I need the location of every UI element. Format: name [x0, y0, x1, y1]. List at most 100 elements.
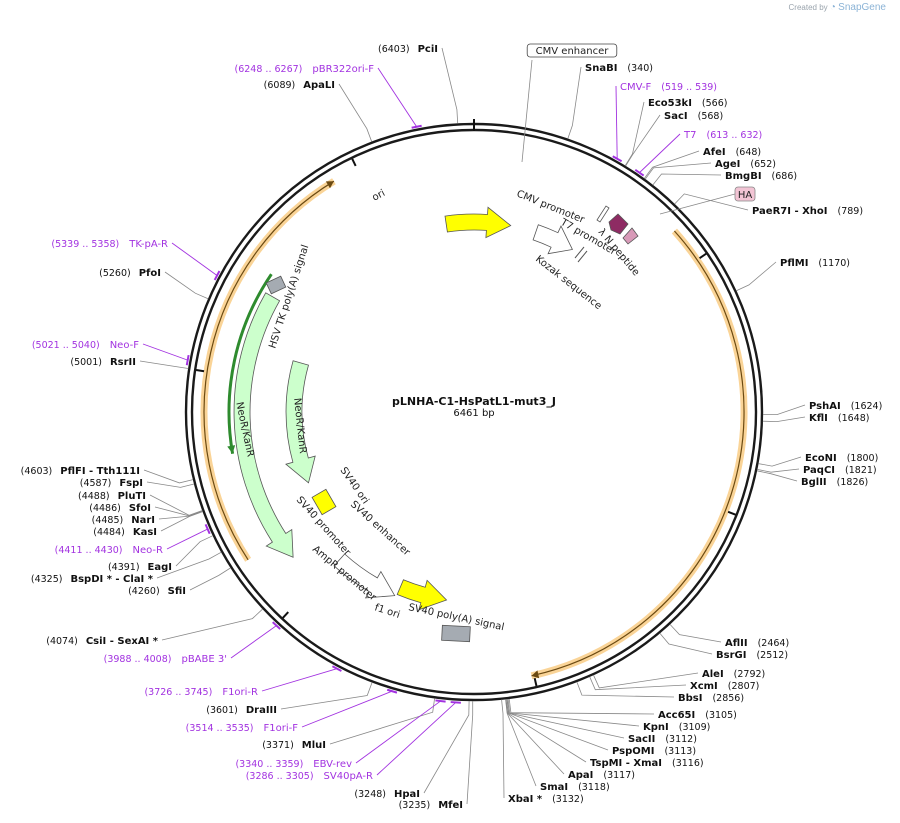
enzyme-label-37: (4485)NarI [92, 515, 155, 526]
enzyme-leader-8 [674, 193, 749, 211]
enzyme-position: (2856) [712, 693, 744, 704]
primer-leader-2 [639, 133, 681, 173]
enzyme-leader-41 [143, 469, 194, 484]
enzyme-label-16: BsrGI(2512) [716, 650, 788, 661]
enzyme-position: (3116) [672, 758, 704, 769]
primer-leader-3 [171, 242, 218, 276]
enzyme-position: (6089) [264, 80, 296, 91]
enzyme-name: AflII [725, 638, 748, 649]
primer-leader-9 [355, 700, 441, 764]
primer-site-4 [185, 354, 190, 366]
primer-label-1: CMV-F(519 .. 539) [620, 82, 717, 93]
f1-ori-arrow [396, 579, 448, 611]
enzyme-name: BspDI * - ClaI * [70, 574, 153, 585]
enzyme-leader-10 [762, 404, 806, 416]
enzyme-leader-23 [506, 699, 609, 751]
enzyme-leader-33 [189, 567, 231, 591]
primer-name: Neo-F [110, 340, 140, 351]
primer-site-6 [272, 621, 281, 630]
enzyme-position: (4603) [21, 466, 53, 477]
enzyme-leader-24 [505, 699, 587, 763]
enzyme-label-1: (6089)ApaLI [264, 80, 335, 91]
enzyme-position: (2464) [758, 638, 790, 649]
enzyme-label-23: PspOMI(3113) [612, 746, 696, 757]
plasmid-name: pLNHA-C1-HsPatL1-mut3_J [392, 395, 556, 408]
enzyme-label-29: (3248)HpaI [354, 789, 420, 800]
enzyme-label-30: (3371)MluI [262, 740, 326, 751]
enzyme-label-20: Acc65I(3105) [658, 710, 737, 721]
enzyme-name: CsiI - SexAI * [86, 636, 159, 647]
enzyme-leader-26 [505, 699, 537, 787]
enzyme-label-31: (3601) DraIII [206, 705, 277, 716]
enzyme-name: PflFI - Tth111I [60, 466, 140, 477]
enzyme-name: AleI [702, 669, 724, 680]
enzyme-name: MluI [302, 740, 326, 751]
lambda-n-peptide-marker [608, 213, 629, 235]
enzyme-position: (3117) [603, 770, 635, 781]
primer-name: Neo-R [133, 545, 164, 556]
enzyme-name: BbsI [678, 693, 702, 704]
enzyme-position: (4325) [31, 574, 63, 585]
enzyme-label-27: XbaI *(3132) [508, 794, 584, 805]
primer-range: (4411 .. 4430) [55, 545, 123, 556]
enzyme-position: (1800) [847, 453, 879, 464]
enzyme-leader-39 [149, 494, 203, 516]
enzyme-position: (686) [772, 171, 798, 182]
enzyme-position: (568) [698, 111, 724, 122]
enzyme-position: (4484) [93, 527, 125, 538]
enzyme-label-40: (4587)FspI [80, 478, 143, 489]
ha-label: HA [738, 190, 753, 201]
primer-site-9 [435, 699, 446, 703]
enzyme-position: (340) [627, 63, 653, 74]
enzyme-leader-30 [329, 698, 435, 745]
primer-range: (519 .. 539) [661, 82, 717, 93]
enzyme-label-15: AflII (2464) [725, 638, 789, 649]
enzyme-position: (3109) [679, 722, 711, 733]
ha-tag-marker [622, 227, 639, 245]
ori-label: ori [370, 188, 387, 204]
enzyme-name: DraIII [246, 705, 277, 716]
enzyme-name: FspI [119, 478, 143, 489]
enzyme-name: RsrII [110, 357, 136, 368]
enzyme-name: AgeI [715, 159, 740, 170]
enzyme-leader-12 [758, 456, 802, 467]
primer-name: pBR322ori-F [312, 64, 374, 75]
primer-range: (5021 .. 5040) [32, 340, 100, 351]
enzyme-label-38: (4486)SfoI [89, 503, 151, 514]
enzyme-name: Eco53kI [648, 98, 692, 109]
green-feature-head [227, 445, 236, 454]
enzyme-position: (652) [750, 159, 776, 170]
primer-name: EBV-rev [313, 759, 352, 770]
primer-range: (3286 .. 3305) [246, 771, 314, 782]
enzyme-leader-5 [643, 150, 700, 179]
tick-mark-3000 [533, 677, 538, 687]
enzyme-leader-1 [338, 83, 373, 142]
enzyme-name: SfoI [129, 503, 151, 514]
cmv-enhancer-label-box [526, 43, 618, 58]
enzyme-name: KpnI [643, 722, 669, 733]
ha-leader [659, 193, 736, 215]
enzyme-position: (789) [838, 206, 864, 217]
orange-feature-head-0 [531, 670, 540, 679]
enzyme-leader-11 [762, 416, 806, 423]
enzyme-label-34: (4325) BspDI * - ClaI * [31, 574, 154, 585]
enzyme-name: SfiI [168, 586, 186, 597]
enzyme-name: PaqCI [803, 465, 835, 476]
enzyme-name: BmgBI [725, 171, 762, 182]
enzyme-label-5: AfeI(648) [703, 147, 761, 158]
primer-site-5 [204, 523, 211, 535]
enzyme-name: NarI [131, 515, 155, 526]
enzyme-position: (5001) [70, 357, 102, 368]
enzyme-label-42: (5001) RsrII [70, 357, 136, 368]
enzyme-name: AfeI [703, 147, 726, 158]
enzyme-leader-38 [154, 506, 203, 517]
enzyme-position: (3601) [206, 705, 238, 716]
enzyme-leader-19 [576, 681, 675, 698]
enzyme-leader-2 [567, 66, 582, 139]
enzyme-leader-34 [156, 551, 222, 579]
cmv-promoter-label: CMV promoter [515, 189, 587, 227]
enzyme-leader-13 [757, 468, 800, 473]
kozak-label: Kozak sequence [533, 254, 603, 312]
enzyme-name: HpaI [394, 789, 420, 800]
enzyme-label-14: BglII(1826) [801, 477, 868, 488]
